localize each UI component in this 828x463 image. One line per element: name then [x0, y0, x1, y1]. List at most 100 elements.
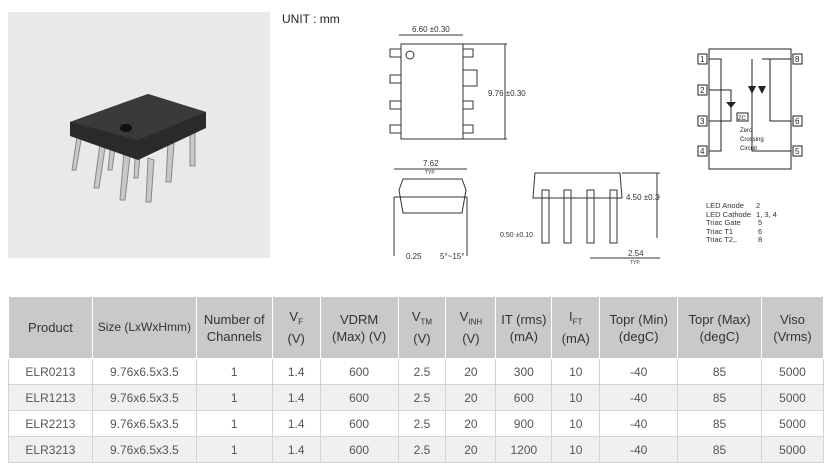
header-line: (mA) [509, 328, 538, 344]
header-line: Size (LxWxHmm) [97, 320, 192, 334]
column-header: VTM (V) [397, 296, 447, 359]
pin-number: 1, 3, 4 [756, 209, 777, 219]
table-cell: 20 [445, 358, 497, 385]
lead-thickness-dimension: 0.25 [406, 252, 422, 261]
table-cell: 600 [319, 384, 399, 411]
column-header: Topr (Min)(degC) [599, 296, 679, 359]
length-dimension: 9.76 ±0.30 [488, 89, 526, 98]
pin-5-label: 5 [795, 147, 800, 156]
table-cell: 600 [495, 384, 553, 411]
header-unit: (V) [413, 331, 431, 347]
table-cell: 5000 [760, 384, 825, 411]
table-cell: ELR0213 [8, 358, 93, 385]
zc-caption-1: Zero [740, 128, 753, 134]
table-cell: -40 [599, 384, 679, 411]
row-spacing-dimension: 7.62 [423, 159, 439, 168]
zc-label: ZC [738, 116, 747, 122]
pin-2-label: 2 [700, 86, 705, 95]
header-subscript: TM [420, 317, 433, 327]
dip8-chip-image [70, 94, 206, 203]
table-cell: 600 [319, 358, 399, 385]
table-cell: ELR1213 [8, 384, 93, 411]
pitch-dimension: 2.54 [628, 249, 644, 258]
table-cell: 5000 [760, 358, 825, 385]
column-header: IFT(mA) [551, 296, 601, 359]
table-cell: -40 [599, 410, 679, 437]
table-cell: 9.76x6.5x3.5 [91, 384, 197, 411]
table-cell: 20 [445, 410, 497, 437]
table-cell: 2.5 [397, 410, 447, 437]
pin-legend-row: Triac Gate 5 [706, 218, 777, 228]
internal-schematic: 1 2 3 4 5 6 8 ZC Zero Crossing Circuit [697, 48, 803, 170]
table-cell: 1 [195, 410, 273, 437]
table-cell: 1 [195, 358, 273, 385]
pin-function: Triac Gate [706, 218, 741, 227]
pitch-typ-label: TYP. [630, 260, 640, 266]
header-subscript: FT [572, 317, 583, 327]
table-cell: 85 [677, 410, 762, 437]
header-line: VDRM [339, 311, 379, 327]
header-unit: (V) [287, 331, 305, 347]
header-subscript: INH [468, 317, 483, 327]
header-symbol: V [411, 308, 421, 324]
table-cell: 10 [551, 410, 601, 437]
pin-legend-row: LED Cathode 1, 3, 4 [706, 209, 777, 220]
typ-label: TYP. [425, 170, 435, 176]
pin-function: Triac T2,. [706, 235, 738, 244]
pin-6-label: 6 [795, 117, 800, 126]
pin-1-label: 1 [700, 55, 705, 64]
table-cell: 2.5 [397, 384, 447, 411]
header-line: Topr (Min) [609, 311, 668, 327]
column-header: VDRM(Max) (V) [319, 296, 399, 359]
table-cell: 10 [551, 384, 601, 411]
table-cell: 9.76x6.5x3.5 [91, 358, 197, 385]
table-cell: 1.4 [271, 410, 321, 437]
product-photo [8, 12, 270, 258]
pin-3-label: 3 [700, 117, 705, 126]
table-cell: 5000 [760, 410, 825, 437]
table-cell: 20 [445, 384, 497, 411]
pin-function: LED Anode [706, 201, 744, 210]
unit-label: UNIT : mm [282, 12, 340, 26]
header-subscript: F [298, 317, 303, 327]
header-symbol: V [289, 308, 299, 324]
table-cell: 5000 [760, 436, 825, 463]
table-cell: 600 [319, 410, 399, 437]
column-header: VF (V) [271, 296, 321, 359]
pin-number: 6 [758, 226, 763, 236]
header-line: Product [28, 320, 73, 335]
pin-8-label: 8 [795, 55, 800, 64]
header-line: Number of [203, 311, 265, 327]
column-header: VINH(V) [445, 296, 497, 359]
table-cell: 1.4 [271, 358, 321, 385]
table-cell: 900 [495, 410, 553, 437]
column-header: Product [8, 296, 93, 359]
table-cell: ELR2213 [8, 410, 93, 437]
width-dimension: 6.60 ±0.30 [412, 25, 450, 34]
pin-legend-row: Triac T2,.8 [706, 235, 777, 245]
column-header: IT (rms)(mA) [495, 296, 553, 359]
table-cell: 1.4 [271, 384, 321, 411]
header-unit: (V) [462, 331, 480, 347]
header-unit: (mA) [561, 331, 590, 347]
header-line: (degC) [618, 328, 659, 344]
header-line: Channels [206, 328, 262, 344]
header-line: IT (rms) [501, 311, 547, 327]
header-line: (Max) (V) [331, 328, 387, 344]
table-cell: 9.76x6.5x3.5 [91, 410, 197, 437]
table-cell: 300 [495, 358, 553, 385]
pin-number: 5 [758, 218, 763, 227]
table-cell: 85 [677, 358, 762, 385]
pin-function: LED Cathode [706, 209, 752, 219]
table-cell: 10 [551, 358, 601, 385]
table-cell: 1 [195, 384, 273, 411]
column-header: Topr (Max)(degC) [677, 296, 762, 359]
